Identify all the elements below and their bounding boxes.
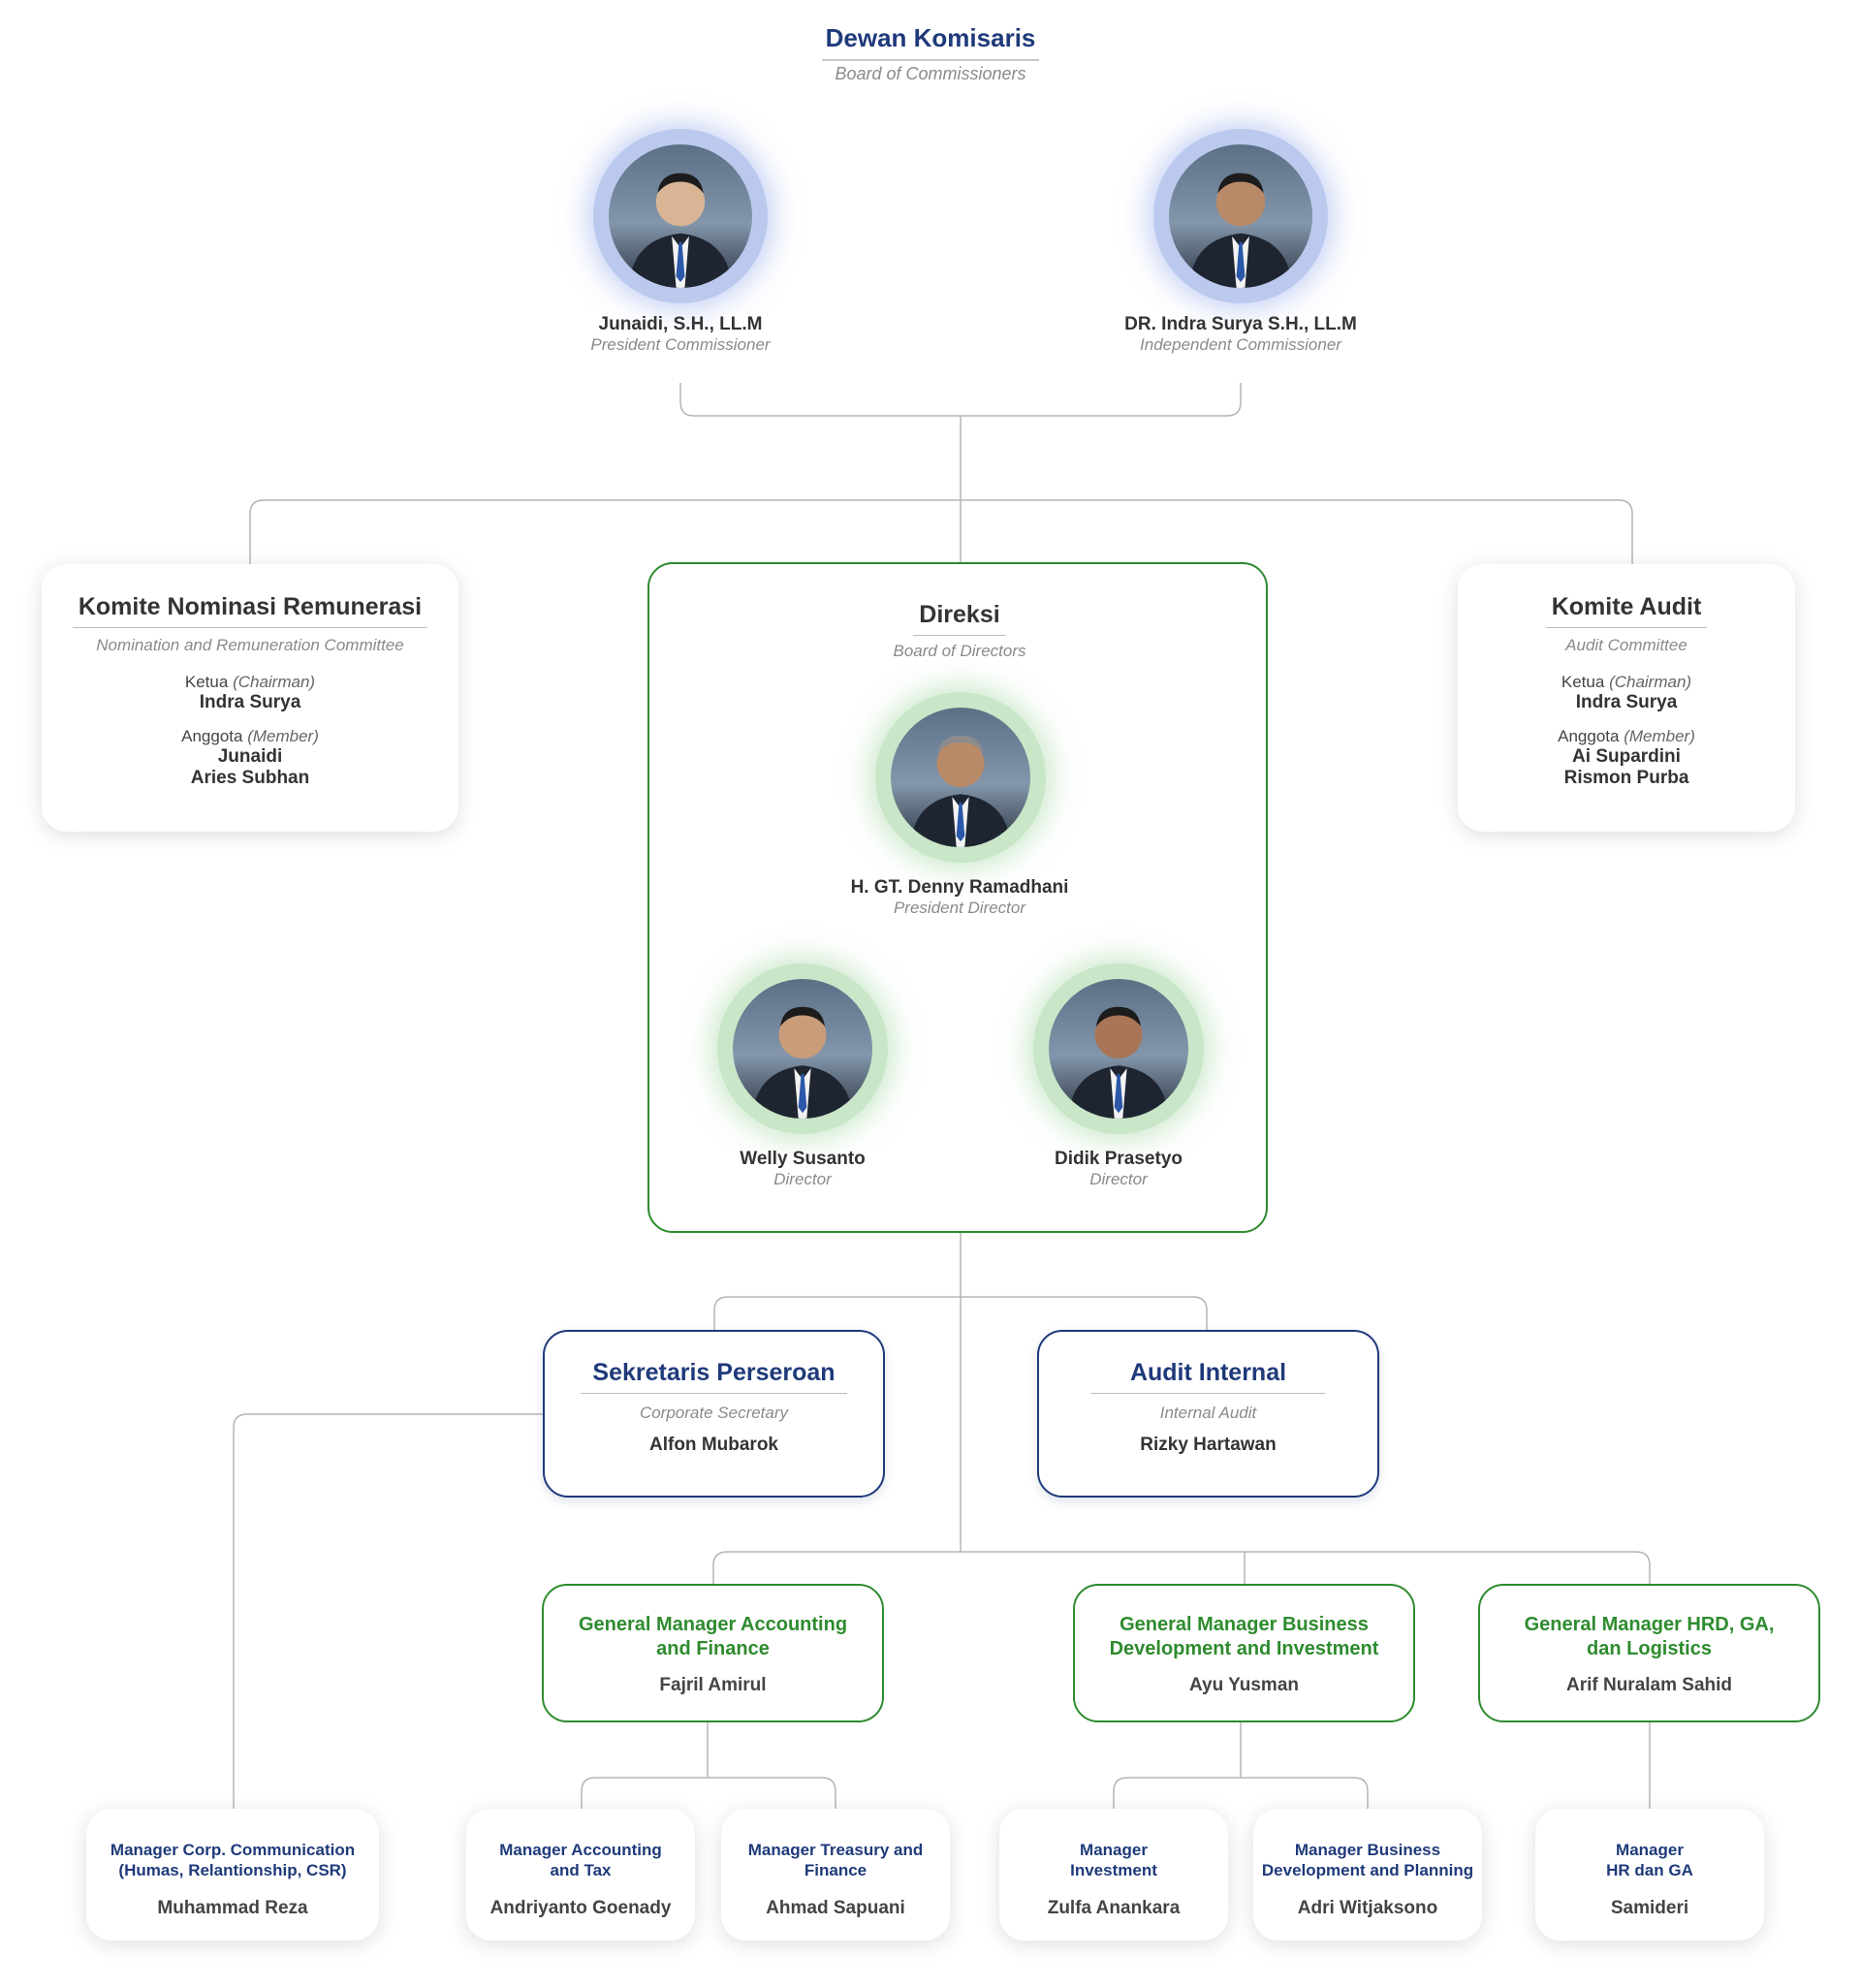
- committee-bar: [249, 499, 1633, 564]
- nomination-member-2: Aries Subhan: [190, 768, 310, 788]
- manager-corp-comm-name: Muhammad Reza: [157, 1898, 308, 1918]
- corporate-secretary-subtitle: Corporate Secretary: [639, 1404, 789, 1422]
- gm-hrd-name: Arif Nuralam Sahid: [1565, 1675, 1733, 1695]
- commissioners-title-wrap: Dewan Komisaris: [0, 23, 1861, 61]
- gm-hrd-card: General Manager HRD, GA,dan Logistics Ar…: [1478, 1584, 1820, 1722]
- audit-chair-label: Ketua (Chairman): [1561, 673, 1692, 691]
- president-director-role: President Director: [893, 899, 1026, 917]
- support-bar: [713, 1296, 1208, 1330]
- commissioner-2-role: Independent Commissioner: [1140, 335, 1341, 354]
- person-photo-icon: [609, 144, 752, 288]
- secretary-to-manager: [233, 1413, 543, 1809]
- commissioner-2-name: DR. Indra Surya S.H., LL.M: [1124, 314, 1357, 334]
- commissioner-1-name: Junaidi, S.H., LL.M: [598, 314, 763, 334]
- audit-member-1: Ai Supardini: [1572, 746, 1681, 767]
- commissioners-bracket: [679, 383, 1242, 417]
- internal-audit-name: Rizky Hartawan: [1140, 1435, 1277, 1455]
- audit-member-label: Anggota (Member): [1558, 727, 1695, 745]
- president-director: H. GT. Denny Ramadhani President Directo…: [766, 877, 1153, 918]
- audit-committee-title: Komite Audit: [1545, 593, 1708, 628]
- gm-hrd-title: General Manager HRD, GA,dan Logistics: [1524, 1614, 1775, 1659]
- person-photo-icon: [733, 979, 872, 1119]
- commissioner-1: Junaidi, S.H., LL.M President Commission…: [535, 314, 826, 355]
- corporate-secretary-card: Sekretaris Perseroan Corporate Secretary…: [543, 1330, 885, 1498]
- gm-bar: [712, 1551, 1651, 1584]
- president-director-name: H. GT. Denny Ramadhani: [850, 877, 1069, 898]
- person-photo-icon: [1169, 144, 1312, 288]
- gm-accounting-name: Fajril Amirul: [659, 1675, 767, 1695]
- gm-business-name: Ayu Yusman: [1189, 1675, 1299, 1695]
- person-photo-icon: [891, 708, 1030, 847]
- audit-member-2: Rismon Purba: [1563, 768, 1689, 788]
- nomination-chair: Indra Surya: [199, 692, 301, 712]
- internal-audit-title: Audit Internal: [1090, 1359, 1326, 1394]
- nomination-chair-label: Ketua (Chairman): [184, 673, 316, 691]
- corporate-secretary-title: Sekretaris Perseroan: [581, 1359, 847, 1394]
- nomination-committee-title: Komite Nominasi Remunerasi: [72, 593, 428, 628]
- president-director-avatar: [875, 692, 1046, 863]
- manager-business-dev-name: Adri Witjaksono: [1297, 1898, 1438, 1918]
- commissioners-subtitle: Board of Commissioners: [835, 64, 1026, 83]
- corporate-secretary-name: Alfon Mubarok: [649, 1435, 778, 1455]
- manager-accounting-name: Andriyanto Goenady: [489, 1898, 672, 1918]
- directors-card: Direksi Board of Directors H. GT. Denny …: [647, 562, 1268, 1233]
- commissioner-2: DR. Indra Surya S.H., LL.M Independent C…: [1086, 314, 1396, 355]
- commissioner-avatar-1: [593, 129, 768, 303]
- commissioner-avatar-2: [1153, 129, 1328, 303]
- directors-title: Direksi: [913, 601, 1006, 636]
- nomination-member-label: Anggota (Member): [181, 727, 319, 745]
- director-1-avatar: [717, 963, 888, 1134]
- internal-audit-subtitle: Internal Audit: [1159, 1404, 1257, 1422]
- director-1-role: Director: [773, 1170, 832, 1188]
- nomination-committee-card: Komite Nominasi Remunerasi Nomination an…: [42, 564, 458, 832]
- director-2-name: Didik Prasetyo: [1055, 1149, 1183, 1169]
- commissioners-title: Dewan Komisaris: [821, 23, 1040, 61]
- person-photo-icon: [1049, 979, 1188, 1119]
- manager-hr-name: Samideri: [1610, 1898, 1689, 1918]
- nomination-member-1: Junaidi: [217, 746, 283, 767]
- audit-committee-card: Komite Audit Audit Committee Ketua (Chai…: [1458, 564, 1795, 832]
- director-2-role: Director: [1089, 1170, 1148, 1188]
- internal-audit-card: Audit Internal Internal Audit Rizky Hart…: [1037, 1330, 1379, 1498]
- director-1-name: Welly Susanto: [740, 1149, 866, 1169]
- director-1: Welly Susanto Director: [657, 1149, 948, 1189]
- manager-investment-name: Zulfa Anankara: [1047, 1898, 1181, 1918]
- manager-corp-comm-title: Manager Corp. Communication(Humas, Relan…: [110, 1841, 356, 1879]
- audit-committee-subtitle: Audit Committee: [1565, 636, 1688, 654]
- manager-corp-comm-card: Manager Corp. Communication(Humas, Relan…: [86, 1809, 379, 1941]
- director-2: Didik Prasetyo Director: [973, 1149, 1264, 1189]
- directors-subtitle: Board of Directors: [893, 642, 1026, 660]
- commissioner-1-role: President Commissioner: [590, 335, 771, 354]
- director-2-avatar: [1033, 963, 1204, 1134]
- manager-treasury-name: Ahmad Sapuani: [766, 1898, 905, 1918]
- nomination-committee-subtitle: Nomination and Remuneration Committee: [96, 636, 404, 654]
- audit-chair: Indra Surya: [1575, 692, 1678, 712]
